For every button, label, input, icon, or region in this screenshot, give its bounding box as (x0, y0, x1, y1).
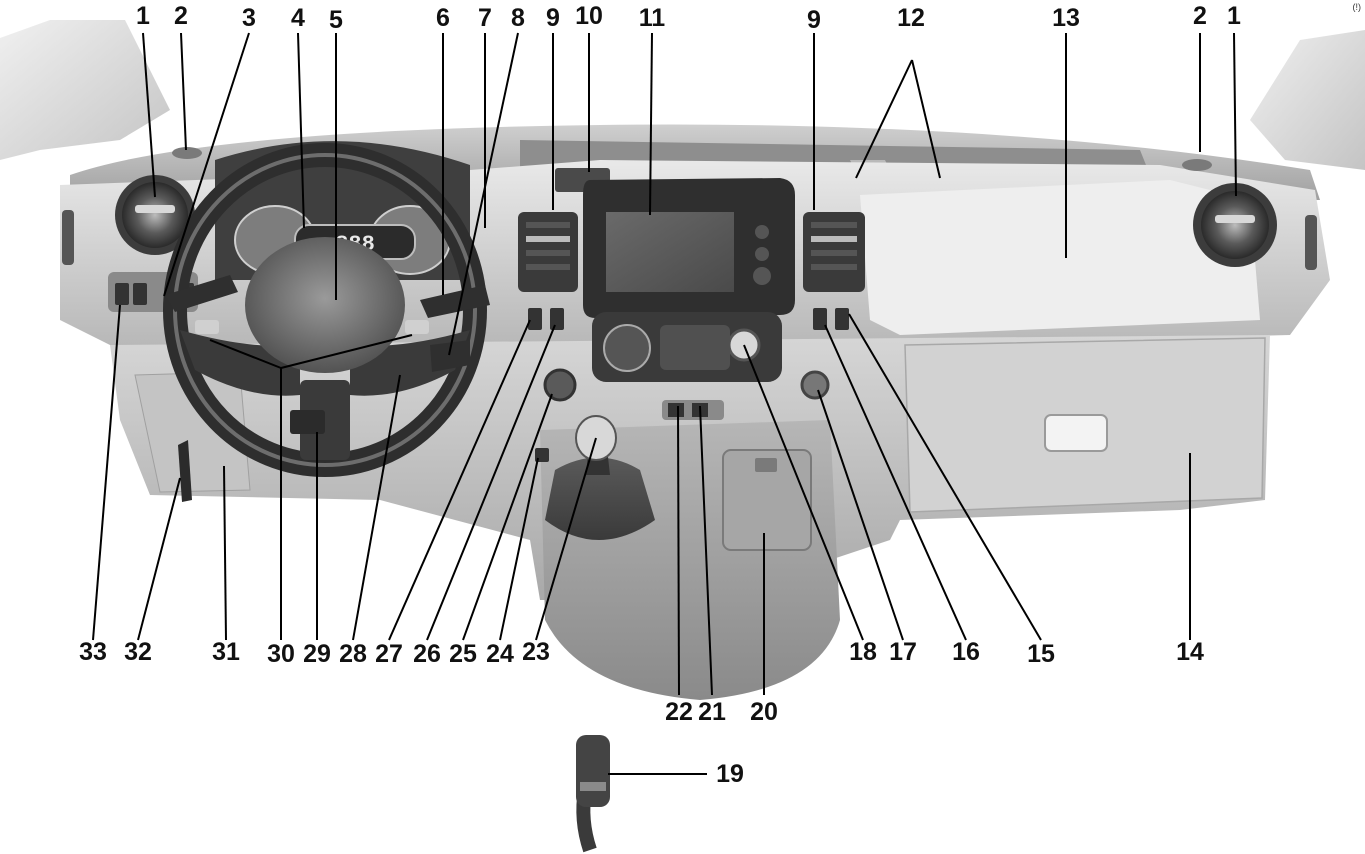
callout-10: 10 (575, 2, 603, 30)
callout-20: 20 (750, 698, 778, 726)
multimedia-screen (606, 212, 734, 292)
leader-lines (92, 32, 1237, 775)
callout-13: 13 (1052, 4, 1080, 32)
console-storage-lid (722, 449, 812, 551)
callout-2-left: 2 (174, 2, 188, 30)
callout-28: 28 (339, 640, 367, 668)
callout-18: 18 (849, 638, 877, 666)
callout-14: 14 (1176, 638, 1204, 666)
callout-1-left: 1 (136, 2, 150, 30)
callout-15: 15 (1027, 640, 1055, 668)
callout-16: 16 (952, 638, 980, 666)
callout-4: 4 (291, 4, 305, 32)
callout-12: 12 (897, 4, 925, 32)
callout-5: 5 (329, 6, 343, 34)
callout-8: 8 (511, 4, 525, 32)
callout-33: 33 (79, 638, 107, 666)
right-stalk (420, 285, 490, 318)
callout-26: 26 (413, 640, 441, 668)
right-a-pillar (1250, 30, 1365, 170)
callout-29: 29 (303, 640, 331, 668)
callout-3: 3 (242, 4, 256, 32)
callout-31: 31 (212, 638, 240, 666)
passenger-dash-panel (860, 180, 1260, 335)
callout-9-right: 9 (807, 6, 821, 34)
glovebox-handle (1044, 414, 1108, 452)
callout-21: 21 (698, 698, 726, 726)
callout-24: 24 (486, 640, 514, 668)
callout-19: 19 (716, 760, 744, 788)
callout-23: 23 (522, 638, 550, 666)
callout-27: 27 (375, 640, 403, 668)
left-stalk (165, 275, 238, 312)
steering-wheel-hub (245, 237, 405, 373)
callout-22: 22 (665, 698, 693, 726)
callout-9-left: 9 (546, 4, 560, 32)
callout-1-right: 1 (1227, 2, 1241, 30)
callout-6: 6 (436, 4, 450, 32)
corner-mark: (!) (1352, 2, 1362, 12)
callout-30: 30 (267, 640, 295, 668)
callout-32: 32 (124, 638, 152, 666)
callout-7: 7 (478, 4, 492, 32)
inset-lever-knob (576, 735, 610, 807)
callout-11: 11 (638, 4, 666, 32)
left-a-pillar (0, 20, 170, 160)
callout-2-right: 2 (1193, 2, 1207, 30)
callout-17: 17 (889, 638, 917, 666)
callout-25: 25 (449, 640, 477, 668)
